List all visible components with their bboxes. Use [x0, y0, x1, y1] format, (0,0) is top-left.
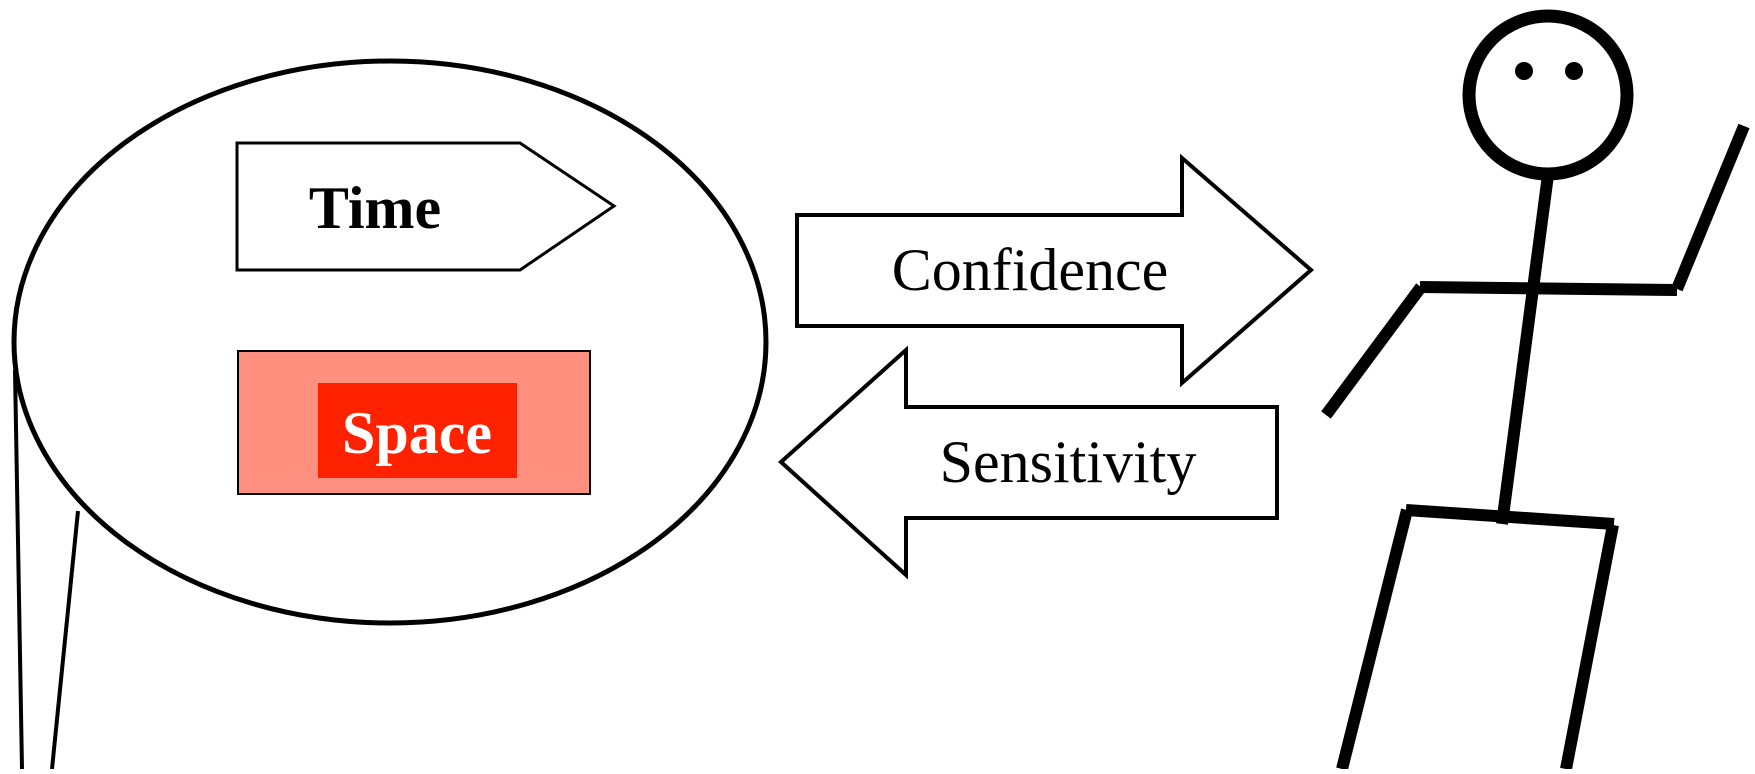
confidence-label: Confidence	[892, 237, 1169, 303]
bubble-pointer	[13, 369, 80, 770]
stick-figure-body	[1496, 174, 1554, 525]
bubble-pointer-right-line	[50, 510, 80, 770]
stick-figure-right-leg	[1560, 523, 1619, 771]
bubble-pointer-left-line	[13, 369, 24, 770]
stick-figure-right-eye	[1565, 62, 1583, 80]
sensitivity-arrow-outline	[778, 345, 1279, 580]
confidence-arrow: Confidence	[795, 153, 1315, 388]
stick-figure-left-eye	[1515, 62, 1533, 80]
time-arrow-shape: Time	[235, 141, 617, 272]
stick-figure-left-arm	[1321, 283, 1426, 419]
stick-figure-right-arm	[1671, 123, 1750, 292]
stick-figure-hips	[1405, 504, 1615, 530]
time-label: Time	[309, 175, 441, 241]
sensitivity-label: Sensitivity	[940, 429, 1197, 495]
space-label: Space	[342, 400, 492, 466]
concept-ellipse	[11, 58, 769, 626]
stick-figure-shoulders	[1419, 281, 1678, 296]
stick-figure-icon	[1321, 9, 1750, 771]
stick-figure-head	[1462, 9, 1634, 181]
sensitivity-arrow: Sensitivity	[778, 345, 1279, 580]
time-arrow-outline	[235, 141, 617, 272]
space-box: Space	[237, 350, 591, 495]
confidence-arrow-outline	[795, 153, 1315, 388]
space-label-highlight	[318, 383, 517, 478]
stick-figure-left-leg	[1336, 508, 1413, 771]
